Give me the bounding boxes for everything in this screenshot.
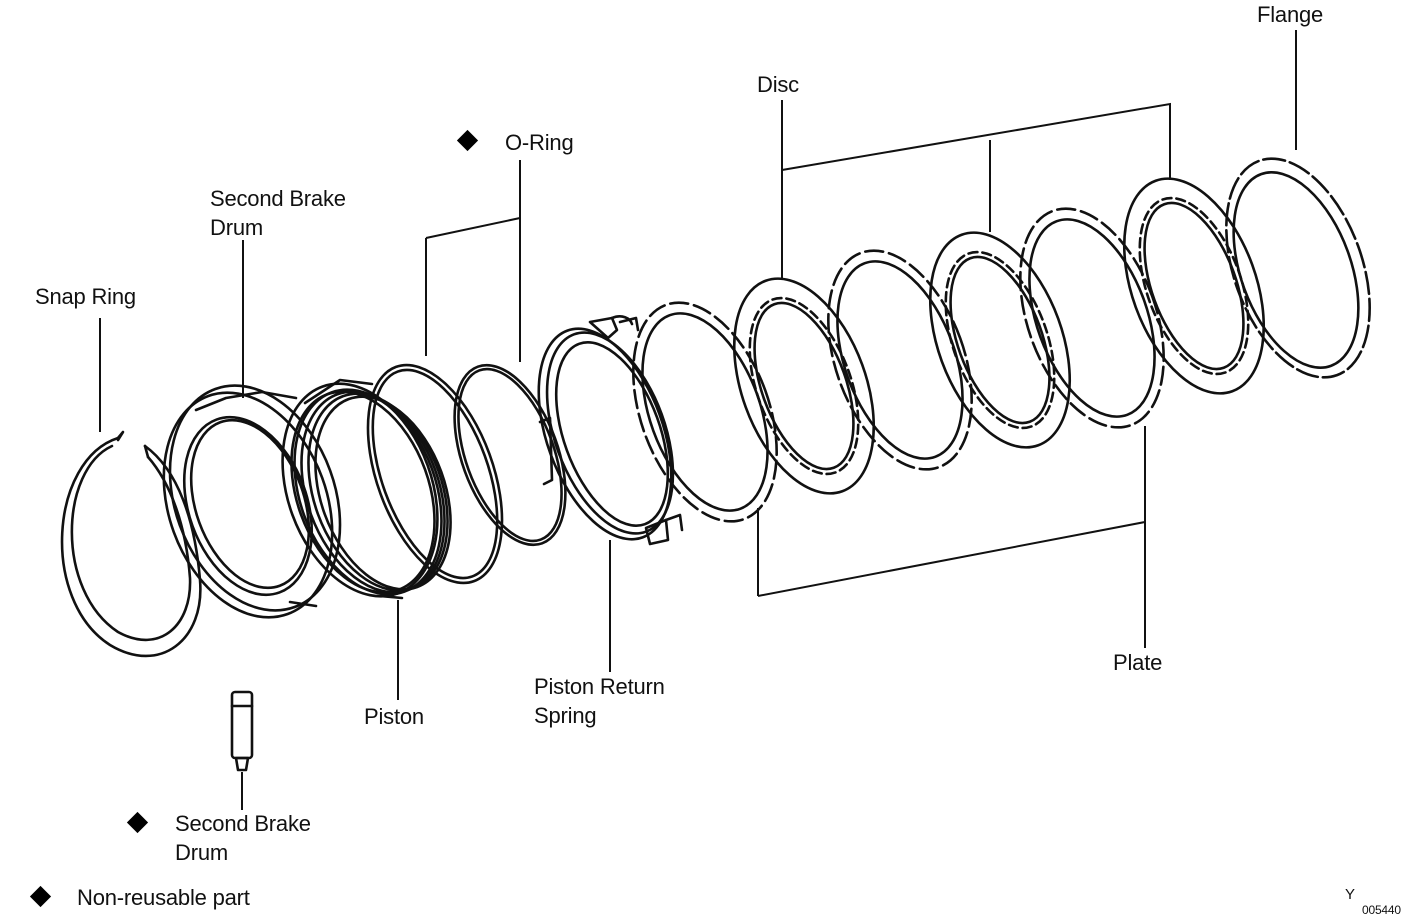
label-piston-return-spring-line2: Spring <box>534 703 597 728</box>
piston-return-spring-part <box>513 311 698 557</box>
label-disc: Disc <box>757 72 799 97</box>
label-snap-ring: Snap Ring <box>35 284 136 309</box>
inner-o-ring-part <box>433 350 588 559</box>
second-brake-drum-part <box>134 362 370 641</box>
plug-part <box>232 692 252 770</box>
disc-1-part <box>707 260 900 513</box>
leader-lines <box>100 30 1296 810</box>
disc-2-part <box>903 214 1096 467</box>
flange-part <box>1199 139 1397 397</box>
label-piston-return-spring-line1: Piston Return <box>534 674 665 699</box>
corner-letter: Y <box>1345 886 1355 903</box>
label-second-brake-drum-top-line2: Drum <box>210 215 263 240</box>
label-second-brake-drum-bottom-line2: Drum <box>175 840 228 865</box>
piston-part <box>255 362 476 618</box>
label-second-brake-drum-bottom-line1: Second Brake <box>175 811 311 836</box>
legend-text: Non-reusable part <box>77 885 250 910</box>
corner-code: 005440 <box>1362 903 1401 917</box>
outer-o-ring-part <box>342 347 529 601</box>
label-flange: Flange <box>1257 2 1324 27</box>
label-second-brake-drum-top-line1: Second Brake <box>210 186 346 211</box>
label-plate: Plate <box>1113 650 1163 675</box>
label-piston: Piston <box>364 704 424 729</box>
label-o-ring: O-Ring <box>505 130 574 155</box>
disc-3-part <box>1097 160 1290 413</box>
plate-2-part <box>801 231 999 489</box>
